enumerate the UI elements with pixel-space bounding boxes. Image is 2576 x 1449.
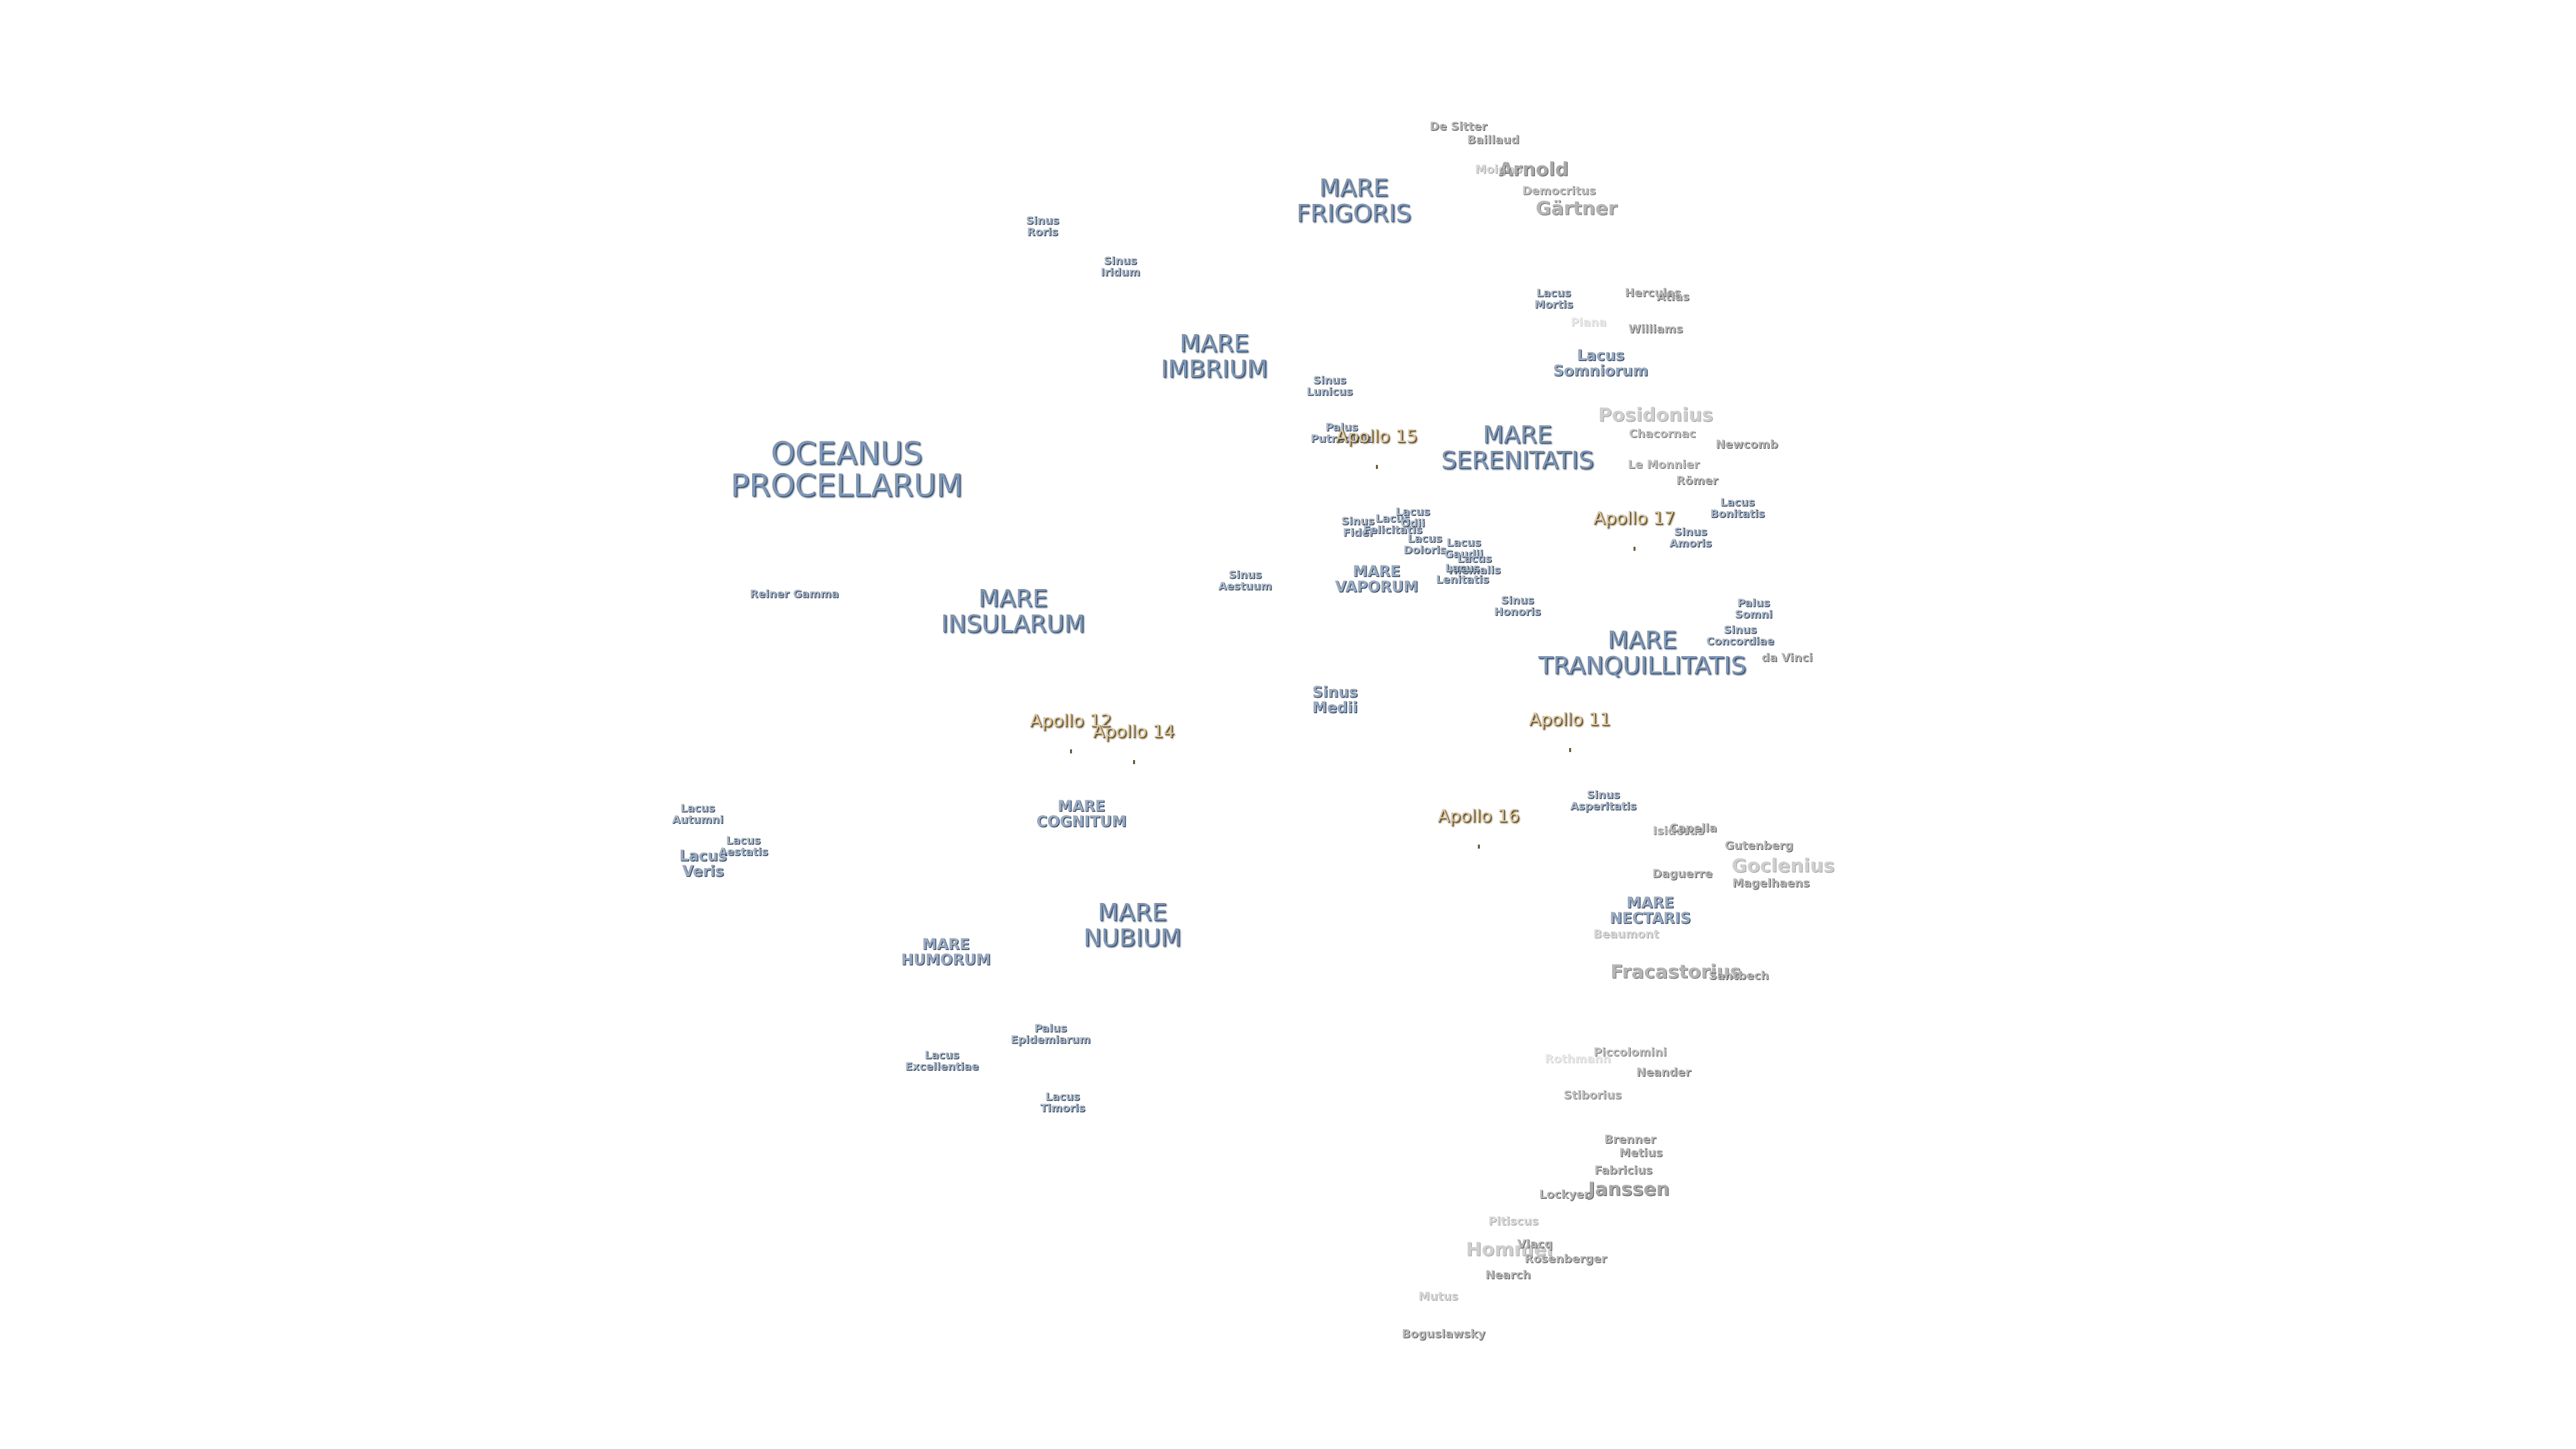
lockyer-label: Lockyer: [1539, 1188, 1590, 1202]
plana-label: Plana: [1570, 316, 1607, 330]
apollo-12-text: Apollo 12: [1030, 711, 1112, 732]
lacus-gaudii-label: Lacus Gaudii: [1444, 536, 1483, 560]
sinus-iridum-label: Sinus Iridum: [1100, 254, 1140, 278]
apollo-15-text: Apollo 15: [1336, 427, 1417, 447]
le-monnier-label: Le Monnier: [1627, 458, 1700, 472]
lacus-autumni-label: Lacus Autumni: [672, 802, 724, 826]
oceanus-procellarum-label: OCEANUS PROCELLARUM: [730, 435, 963, 504]
lacus-mortis-label: Lacus Mortis: [1534, 286, 1573, 311]
lacus-hiemalis-label: Lacus Hiemalis: [1448, 552, 1501, 576]
santbech-label: Santbech: [1709, 969, 1769, 983]
reiner-gamma-label: Reiner Gamma: [749, 587, 839, 600]
apollo-15-site-label: Apollo 15: [1336, 410, 1417, 469]
gartner-label: Gärtner: [1536, 197, 1617, 219]
lacus-aestatis-label: Lacus Aestatis: [718, 834, 768, 858]
lacus-bonitatis-label: Lacus Bonitatis: [1710, 496, 1765, 520]
vlacq-label: Vlacq: [1517, 1238, 1553, 1252]
palus-epidemiarum-label: Palus Epidemiarum: [1010, 1022, 1091, 1046]
nearch-label: Nearch: [1485, 1269, 1531, 1283]
moigno-label: Moigno: [1474, 163, 1523, 177]
apollo-11-text: Apollo 11: [1529, 710, 1611, 731]
da-vinci-label: da Vinci: [1761, 651, 1813, 665]
sinus-honoris-label: Sinus Honoris: [1494, 594, 1541, 618]
hommel-label: Hommel: [1466, 1238, 1553, 1260]
lacus-somniorum-label: Lacus Somniorum: [1553, 347, 1648, 380]
apollo-17-site-label: Apollo 17: [1593, 492, 1675, 551]
sinus-medii-label: Sinus Medii: [1312, 684, 1358, 716]
apollo-12-marker: [1070, 749, 1072, 753]
magelhaens-label: Magelhaens: [1732, 877, 1810, 891]
piccolomini-label: Piccolomini: [1593, 1046, 1667, 1060]
lacus-timoris-label: Lacus Timoris: [1040, 1090, 1085, 1114]
apollo-11-site-label: Apollo 11: [1529, 693, 1611, 752]
apollo-15-marker: [1376, 464, 1378, 469]
sinus-concordiae-label: Sinus Concordiae: [1706, 623, 1774, 647]
brenner-label: Brenner: [1604, 1133, 1656, 1147]
apollo-14-site-label: Apollo 14: [1093, 705, 1175, 764]
palus-putredinis-label: Palus Putredinis: [1310, 421, 1373, 445]
apollo-14-marker: [1133, 759, 1135, 764]
apollo-16-site-label: Apollo 16: [1438, 790, 1519, 849]
lacus-doloris-label: Lacus Doloris: [1403, 532, 1446, 556]
mare-imbrium-label: MARE IMBRIUM: [1161, 330, 1268, 383]
mare-nectaris-label: MARE NECTARIS: [1609, 894, 1691, 927]
pitiscus-label: Pitiscus: [1488, 1215, 1539, 1229]
mare-tranquillitatis-label: MARE TRANQUILLITATIS: [1538, 627, 1746, 680]
williams-label: Williams: [1628, 323, 1683, 337]
stiborius-label: Stiborius: [1563, 1089, 1622, 1103]
democritus-label: Democritus: [1522, 184, 1596, 199]
arnold-label: Arnold: [1498, 158, 1569, 180]
beaumont-label: Beaumont: [1593, 928, 1659, 942]
romer-label: Römer: [1676, 474, 1719, 488]
fabricius-label: Fabricius: [1594, 1164, 1653, 1178]
mutus-label: Mutus: [1418, 1290, 1458, 1304]
lacus-odii-label: Lacus Odii: [1395, 505, 1430, 529]
apollo-17-text: Apollo 17: [1593, 508, 1675, 529]
mare-vaporum-label: MARE VAPORUM: [1334, 563, 1419, 596]
sinus-lunicus-label: Sinus Lunicus: [1306, 374, 1353, 398]
lacus-felicitatis-label: Lacus Felicitatis: [1362, 512, 1423, 536]
boguslawsky-label: Boguslawsky: [1401, 1328, 1486, 1342]
janssen-label: Janssen: [1588, 1177, 1670, 1200]
metius-label: Metius: [1619, 1146, 1663, 1161]
newcomb-label: Newcomb: [1715, 438, 1778, 452]
sinus-fidei-label: Sinus Fidei: [1341, 515, 1375, 539]
hercules-label: Hercules: [1625, 286, 1681, 301]
posidonius-label: Posidonius: [1598, 403, 1713, 426]
mare-cognitum-label: MARE COGNITUM: [1036, 798, 1127, 830]
atlas-label: Atlas: [1656, 290, 1690, 305]
neander-label: Neander: [1636, 1066, 1691, 1080]
mare-frigoris-label: MARE FRIGORIS: [1296, 174, 1411, 227]
palus-somni-label: Palus Somni: [1734, 596, 1773, 621]
rothmann-label: Rothmann: [1544, 1053, 1611, 1067]
capella-label: Capella: [1669, 822, 1717, 836]
baillaud-label: Baillaud: [1467, 133, 1519, 148]
sinus-aestuum-label: Sinus Aestuum: [1218, 568, 1272, 592]
mare-insularum-label: MARE INSULARUM: [941, 585, 1085, 638]
apollo-11-marker: [1569, 747, 1571, 752]
apollo-17-marker: [1633, 546, 1635, 551]
lacus-lenitatis-label: Lacus Lenitatis: [1436, 561, 1489, 586]
mare-humorum-label: MARE HUMORUM: [901, 936, 991, 969]
gutenberg-label: Gutenberg: [1724, 839, 1794, 853]
apollo-16-text: Apollo 16: [1438, 806, 1519, 827]
sinus-asperitatis-label: Sinus Asperitatis: [1570, 788, 1637, 812]
apollo-16-marker: [1478, 844, 1480, 849]
isidorus-label: Isidorus: [1652, 824, 1705, 839]
goclenius-label: Goclenius: [1731, 854, 1835, 877]
mare-nubium-label: MARE NUBIUM: [1083, 899, 1182, 952]
mare-serenitatis-label: MARE SERENITATIS: [1441, 421, 1594, 474]
sinus-roris-label: Sinus Roris: [1026, 214, 1059, 238]
lacus-excellentiae-label: Lacus Excellentiae: [905, 1049, 979, 1073]
daguerre-label: Daguerre: [1652, 867, 1713, 881]
chacornac-label: Chacornac: [1629, 427, 1696, 441]
fracastorius-label: Fracastorius: [1610, 960, 1741, 983]
lacus-veris-label: Lacus Veris: [679, 847, 727, 880]
apollo-12-site-label: Apollo 12: [1030, 694, 1112, 753]
de-sitter-label: De Sitter: [1430, 120, 1487, 134]
apollo-14-text: Apollo 14: [1093, 722, 1175, 743]
rosenberger-label: Rosenberger: [1524, 1252, 1607, 1267]
sinus-amoris-label: Sinus Amoris: [1669, 525, 1712, 549]
